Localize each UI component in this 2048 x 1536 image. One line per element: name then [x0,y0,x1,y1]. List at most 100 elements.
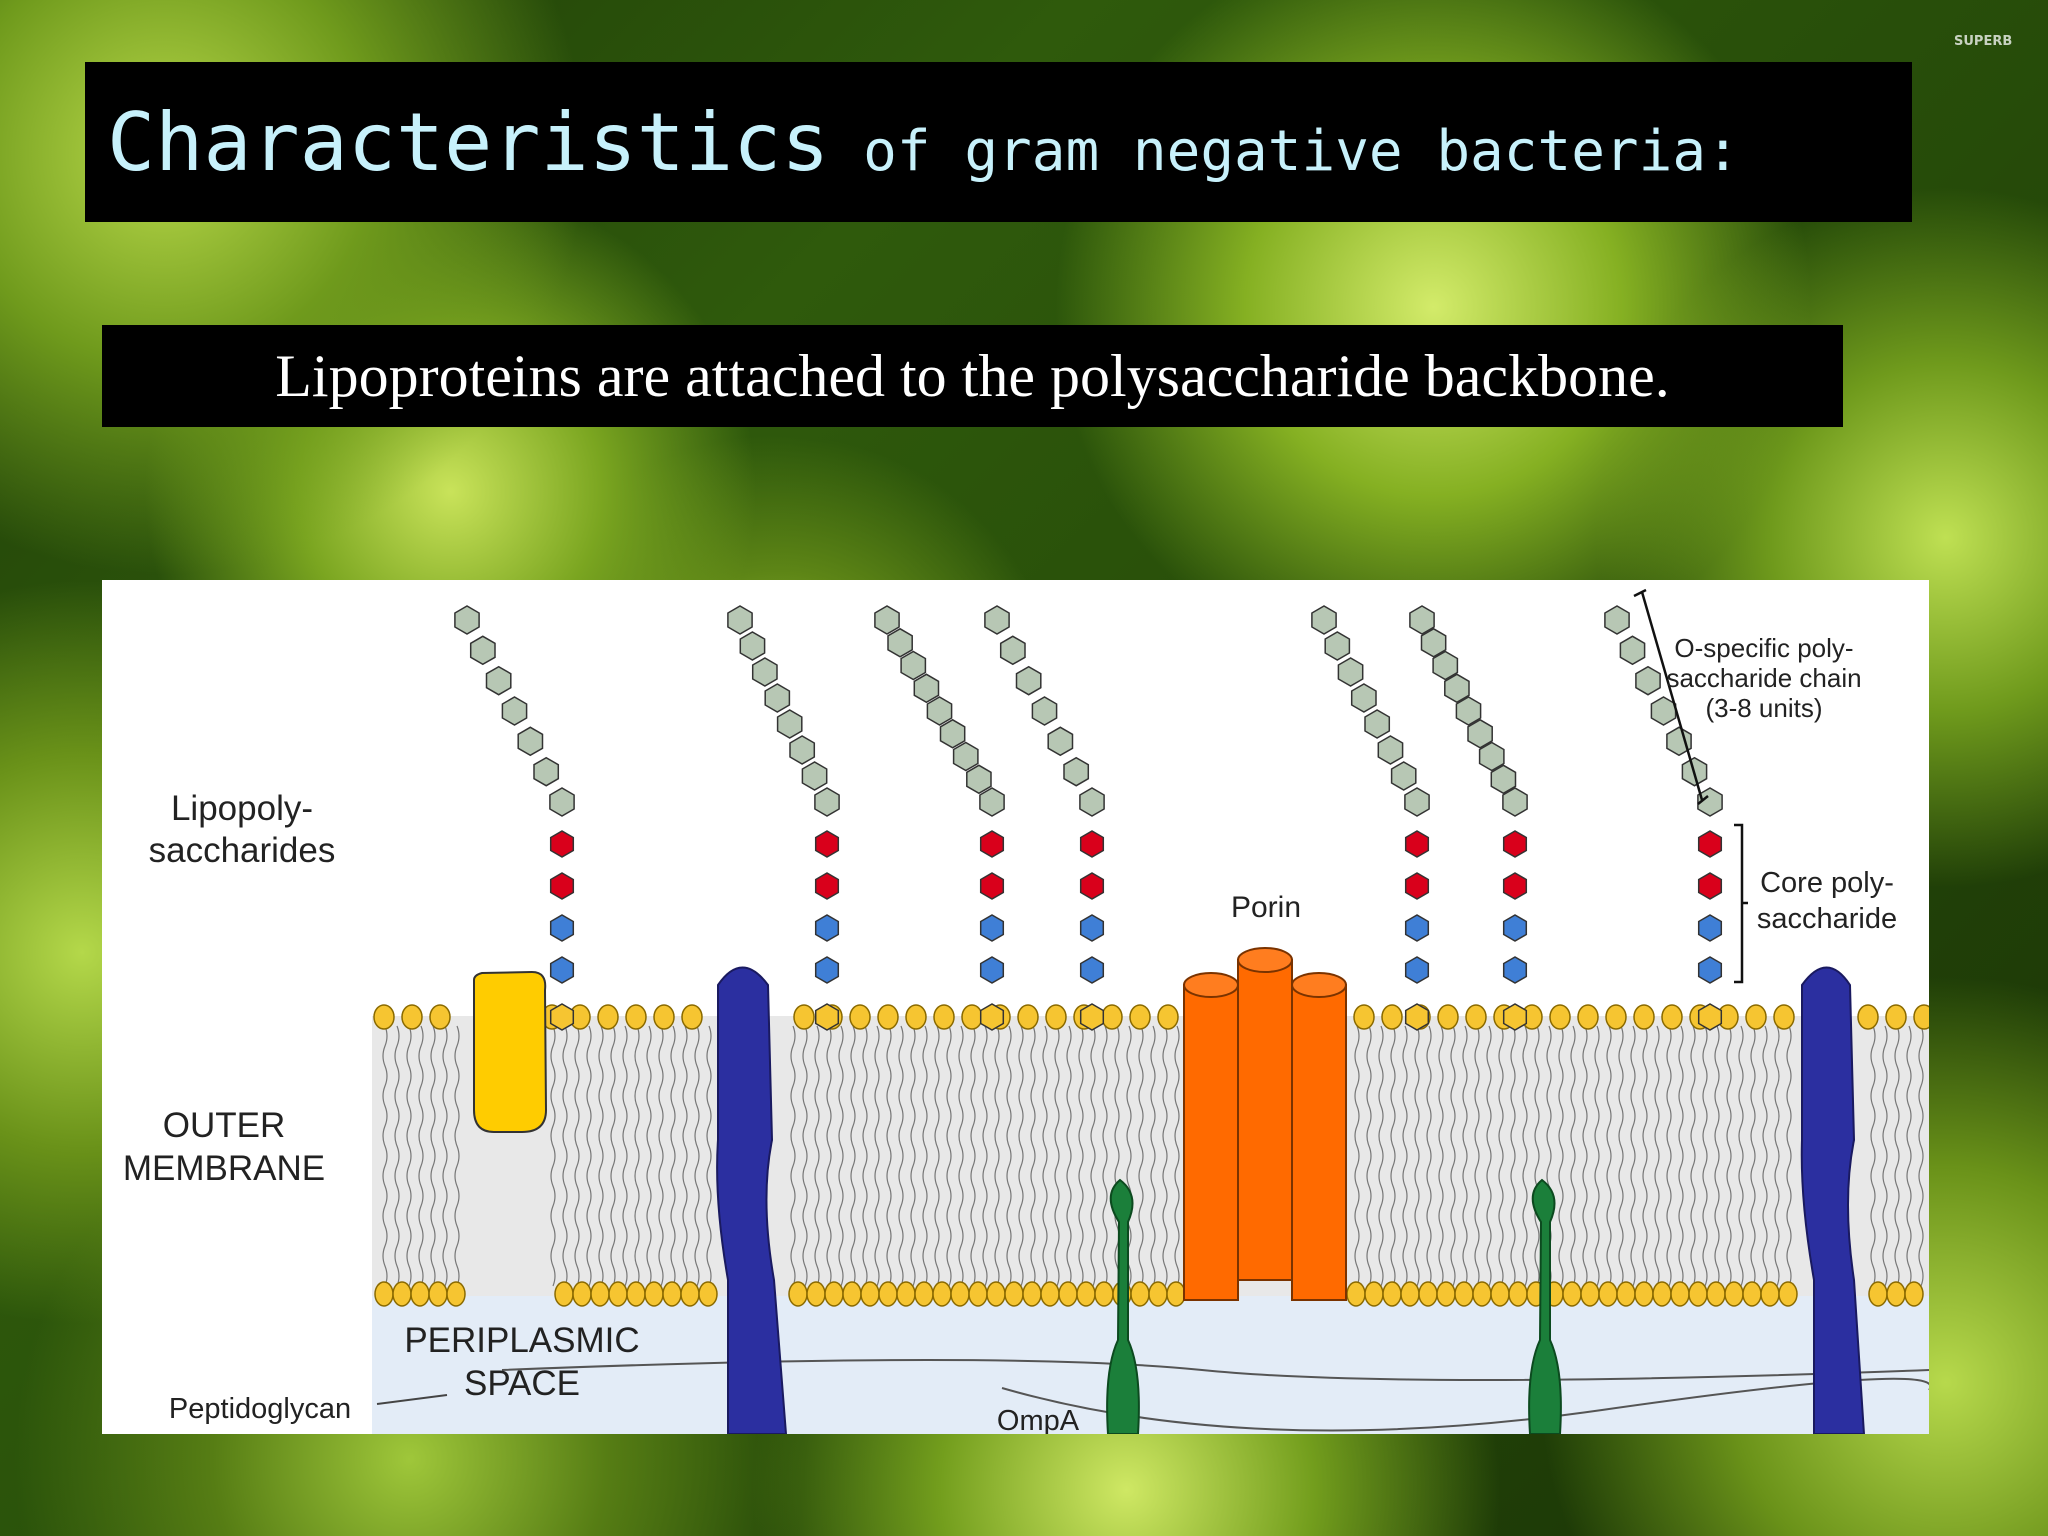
transmembrane-protein-left [716,966,788,1434]
lipid-tail [1054,1025,1060,1287]
ospecific-label-2: saccharide chain [1666,663,1861,693]
core-bracket [1734,823,1748,984]
core-sugar-blue [979,914,1005,942]
lipid-tail [958,1025,964,1287]
core-sugar-red [1079,830,1105,858]
lipid-head-bottom [1670,1281,1690,1307]
lipid-head-bottom [1616,1281,1636,1307]
lipid-tail [1090,1025,1096,1287]
lipid-tail [574,1025,580,1287]
porin-top-2 [1237,947,1293,973]
lipid-head-bottom [1364,1281,1384,1307]
lipid-head-bottom [572,1281,592,1307]
core-sugar-red [1502,872,1528,900]
lipid-tail [1078,1025,1084,1287]
lipid-tail [406,1025,412,1287]
lipid-tail [1642,1025,1648,1287]
yellow-membrane-protein [473,970,548,1133]
lipid-tail [1522,1025,1528,1287]
porin-barrel-3 [1291,984,1347,1301]
lipid-head-bottom [1004,1281,1024,1307]
core-sugar-blue [814,956,840,984]
lps-label-1: Lipopoly- [171,789,313,828]
lipid-tail [922,1025,928,1287]
lipid-tail [1918,1025,1924,1287]
lipid-head-bottom [1688,1281,1708,1307]
lipid-tail [1606,1025,1612,1287]
lipid-head-bottom [788,1281,808,1307]
lipid-head-top [877,1004,899,1030]
lipid-head-bottom [1382,1281,1402,1307]
lipid-head-bottom [968,1281,988,1307]
o-chain-sugar [764,683,791,713]
lipid-tail [1498,1025,1504,1287]
lipid-head-top [1381,1004,1403,1030]
lipid-tail [694,1025,700,1287]
lipid-head-bottom [1454,1281,1474,1307]
lipid-tail [1138,1025,1144,1287]
o-chain-sugar [1604,605,1630,635]
lipid-head-bottom [1904,1281,1924,1307]
o-chain-sugar [776,709,803,739]
lipid-tail [1378,1025,1384,1287]
lipid-tail [946,1025,952,1287]
lipid-tail [646,1025,652,1287]
lipid-tail [418,1025,424,1287]
title-main: Characteristics [107,95,830,189]
o-chain-sugar [517,726,544,757]
o-chain-sugar [1635,665,1661,696]
lipid-tail [1450,1025,1456,1287]
core-sugar-red [814,872,840,900]
core-sugar-blue [1502,914,1528,942]
lipid-tail [1474,1025,1480,1287]
core-sugar-blue [1079,956,1105,984]
o-chain-sugar [1063,756,1090,787]
title-rest: of gram negative bacteria: [829,118,1740,184]
o-chain-sugar [469,635,496,666]
lipid-head-bottom [644,1281,664,1307]
lipid-head-top [1465,1004,1487,1030]
lipid-head-top [1549,1004,1571,1030]
lipid-head-bottom [1076,1281,1096,1307]
lipid-tail [802,1025,808,1287]
lipid-tail [610,1025,616,1287]
lipid-tail [1894,1025,1900,1287]
lipid-head-top [1745,1004,1767,1030]
o-chain-sugar [1444,673,1470,704]
lps-label-2: saccharides [149,831,336,870]
o-chain-sugar [1364,709,1391,739]
lipid-head-top [1913,1004,1929,1030]
lipid-head-top [1045,1004,1067,1030]
o-chain-sugar [1619,635,1646,666]
lipid-head-top [933,1004,955,1030]
lipid-tail [1762,1025,1768,1287]
lipid-head-bottom [806,1281,826,1307]
core-sugar-blue [1697,956,1723,984]
watermark-logo: SUPERB [1954,34,2013,49]
lipid-head-top [625,1004,647,1030]
lipid-head-top [1661,1004,1683,1030]
lipid-head-bottom [950,1281,970,1307]
lipid-tail [622,1025,628,1287]
lipid-tail [1510,1025,1516,1287]
lipid-tail [1390,1025,1396,1287]
o-chain-sugar [939,718,966,749]
lipid-tail [1690,1025,1696,1287]
lipid-tail [1906,1025,1912,1287]
lipid-tail [874,1025,880,1287]
lipid-tail [586,1025,592,1287]
lipid-head-top [905,1004,927,1030]
lipid-tail [1102,1025,1108,1287]
o-chain-sugar [1455,696,1482,726]
o-chain-sugar [1467,718,1493,749]
o-chain-sugar [1031,696,1058,726]
o-chain-sugar [1324,631,1351,661]
membrane-diagram-svg: Lipopoly- saccharides OUTER MEMBRANE PER… [123,588,1929,1434]
o-chain-sugar [1502,787,1528,817]
lipid-tail [1534,1025,1540,1287]
lipid-head-top [429,1004,451,1030]
lipid-a-head [1404,1003,1430,1031]
lipid-head-top [1857,1004,1879,1030]
lipid-head-bottom [1652,1281,1672,1307]
lipid-tail [982,1025,988,1287]
